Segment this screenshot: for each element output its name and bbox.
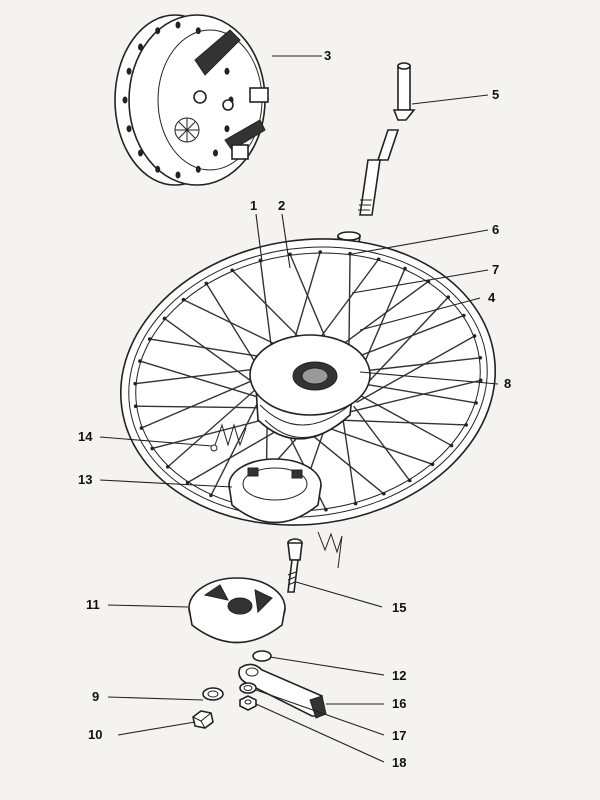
spoke-nipple <box>461 313 466 318</box>
spoke <box>135 405 264 409</box>
callout-8: 8 <box>504 376 511 391</box>
flange-hole <box>175 171 181 179</box>
callout-labels: 1 2 3 4 5 6 7 8 9 10 11 12 13 14 15 16 1… <box>78 48 511 770</box>
spoke-nipple <box>478 355 483 360</box>
spoke <box>141 376 260 429</box>
spoke-nipple <box>150 446 155 451</box>
spoke-nipple <box>133 404 138 409</box>
spoke <box>167 388 257 468</box>
brake-arm <box>238 663 327 719</box>
callout-17: 17 <box>392 728 406 743</box>
brake-spring <box>210 423 247 452</box>
spoke <box>352 357 481 373</box>
flange-hole <box>195 27 201 35</box>
spoke-nipple <box>382 491 386 496</box>
brake-cam <box>287 538 303 593</box>
spoke-nipple <box>148 337 152 341</box>
flange-hole <box>155 165 161 173</box>
spoke-nipple <box>165 465 170 469</box>
callout-15: 15 <box>392 600 406 615</box>
spoke-nipple <box>185 480 190 485</box>
leader-lines <box>99 55 499 763</box>
spoke-nipple <box>348 251 352 256</box>
flange-hole <box>126 67 132 75</box>
callout-10: 10 <box>88 727 102 742</box>
flange-hole <box>175 21 181 29</box>
brake-backplate <box>188 577 286 644</box>
callout-11: 11 <box>86 597 100 612</box>
spoke-nipple <box>133 381 137 386</box>
spoke-nipple <box>209 493 213 498</box>
spoke-nipple <box>353 501 358 506</box>
spoke-nipple <box>479 378 483 383</box>
flange-hole <box>195 165 201 173</box>
callout-3: 3 <box>324 48 331 63</box>
o-ring <box>252 650 272 662</box>
arm-washer <box>239 682 257 694</box>
brake-hub-drum <box>114 14 269 186</box>
spoke-nipple <box>230 268 234 273</box>
spoke-nipple <box>204 281 209 286</box>
spoke-nipple <box>181 297 186 302</box>
spoke-nipple <box>407 478 412 483</box>
brake-shoes <box>228 458 322 524</box>
spoke-nipple <box>446 295 451 299</box>
callout-7: 7 <box>492 262 499 277</box>
spoke-nipple <box>139 426 144 430</box>
spoke-nipple <box>472 334 477 338</box>
spoke <box>353 405 411 481</box>
spoke <box>359 394 452 447</box>
axle <box>358 62 416 216</box>
spoke-nipple <box>376 257 381 262</box>
flange-hole <box>224 67 230 75</box>
spoke-nipple <box>138 359 142 363</box>
callout-4: 4 <box>488 290 496 305</box>
spoke <box>359 296 449 392</box>
spoke-nipple <box>474 401 478 405</box>
flange-hole <box>212 149 218 157</box>
flange-hole <box>126 125 132 133</box>
arm-nut <box>239 695 257 711</box>
spoke <box>341 415 357 504</box>
callout-12: 12 <box>392 668 406 683</box>
callout-13: 13 <box>78 472 92 487</box>
spoke <box>210 400 260 496</box>
spoke-nipple <box>288 252 292 257</box>
spoke-nipple <box>324 507 328 512</box>
flange-hole <box>138 149 144 157</box>
flange-hole <box>224 125 230 133</box>
spoke-nipple <box>403 266 407 271</box>
spoke-nipple <box>318 250 323 254</box>
spoke <box>332 419 467 426</box>
spoke-nipple <box>162 316 167 321</box>
callout-5: 5 <box>492 87 499 102</box>
spoke <box>356 335 475 404</box>
callout-18: 18 <box>392 755 406 770</box>
axle-nut <box>192 710 214 729</box>
callout-6: 6 <box>492 222 499 237</box>
callout-2: 2 <box>278 198 285 213</box>
spoke <box>346 379 481 414</box>
spoke <box>205 283 263 375</box>
callout-1: 1 <box>250 198 257 213</box>
spoke <box>135 366 270 385</box>
flange-hole <box>138 43 144 51</box>
spoke <box>315 422 433 465</box>
spoke <box>164 317 257 386</box>
wheel-hub <box>249 334 371 440</box>
callout-9: 9 <box>92 689 99 704</box>
spoke-nipple <box>430 462 435 467</box>
spoke-nipple <box>464 423 468 427</box>
callout-16: 16 <box>392 696 406 711</box>
spoke-nipple <box>449 443 454 448</box>
callout-14: 14 <box>78 429 93 444</box>
flange-hole <box>122 96 128 104</box>
spoke <box>139 360 258 398</box>
axle-washer <box>202 687 224 701</box>
brake-spring-lower <box>317 531 343 569</box>
flange-hole <box>155 27 161 35</box>
spoke <box>358 382 477 404</box>
